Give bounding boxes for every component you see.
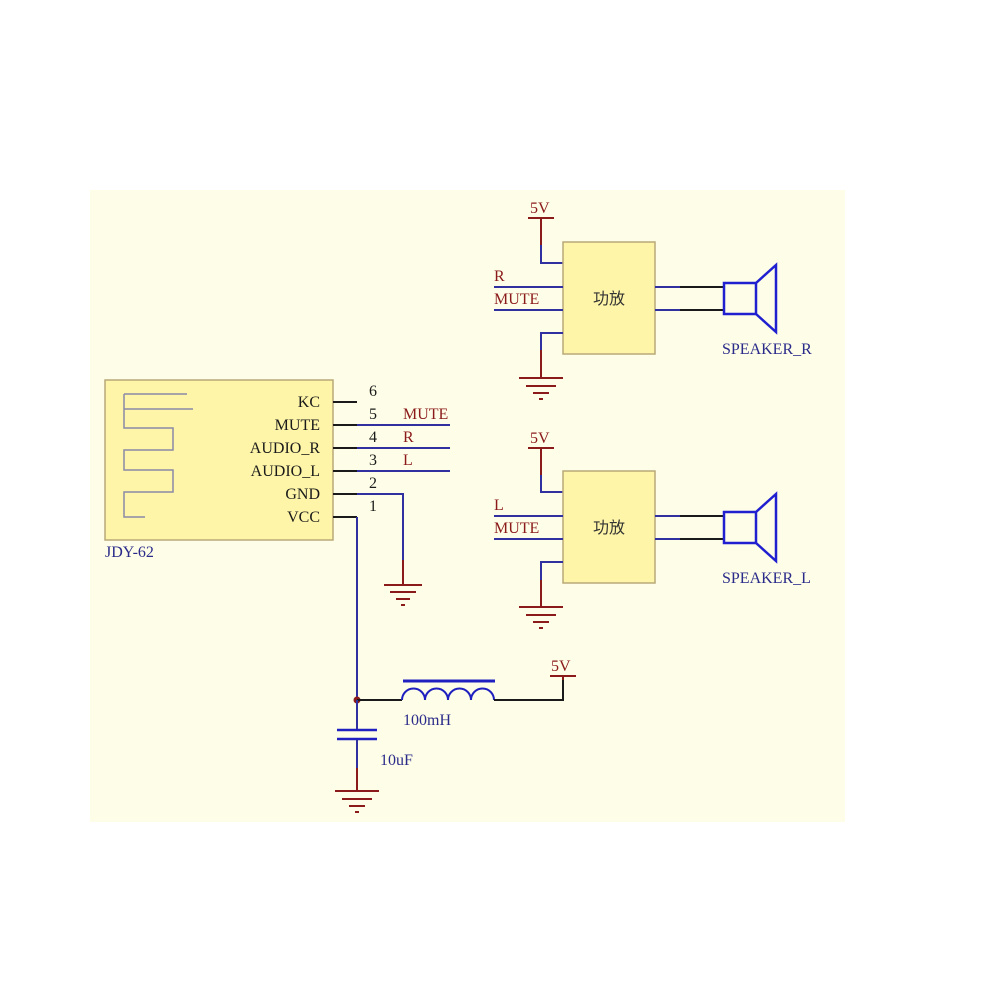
pin-name-gnd: GND bbox=[285, 486, 320, 503]
module-body bbox=[104, 379, 334, 541]
ground-symbol-icon bbox=[519, 606, 563, 629]
net-label-mute: MUTE bbox=[403, 406, 448, 423]
pin-name-audio-l: AUDIO_L bbox=[251, 463, 320, 480]
pin-number-3: 3 bbox=[369, 452, 377, 469]
speaker-icon bbox=[722, 262, 778, 335]
wire-power bbox=[540, 475, 563, 493]
pin-number-1: 1 bbox=[369, 498, 377, 515]
wire-output bbox=[655, 515, 724, 540]
amplifier-label: 功放 bbox=[593, 289, 625, 308]
ground-symbol-icon bbox=[384, 584, 422, 606]
pin-name-kc: KC bbox=[298, 394, 320, 411]
pin-number-2: 2 bbox=[369, 475, 377, 492]
wire-to-5v bbox=[494, 680, 564, 701]
amplifier-block bbox=[562, 470, 656, 584]
inductor-icon bbox=[401, 679, 495, 701]
pin-name-audio-r: AUDIO_R bbox=[250, 440, 321, 457]
pin-number-4: 4 bbox=[369, 429, 377, 446]
pin-number-5: 5 bbox=[369, 406, 377, 423]
power-5v-icon bbox=[550, 675, 576, 680]
antenna-icon bbox=[123, 393, 193, 518]
power-filter: 100mH 5V 10uF bbox=[335, 658, 576, 813]
capacitor-icon bbox=[337, 728, 377, 741]
power-label-5v: 5V bbox=[530, 430, 550, 447]
ground-symbol-icon bbox=[335, 790, 379, 813]
capacitor-value: 10uF bbox=[380, 752, 413, 769]
jdy62-module: JDY-62 KC MUTE AUDIO_R AUDIO_L GND VCC 6… bbox=[104, 379, 450, 700]
pin-name-vcc: VCC bbox=[287, 509, 320, 526]
input-label-l: L bbox=[494, 497, 504, 514]
inductor-value: 100mH bbox=[403, 712, 451, 729]
speaker-label: SPEAKER_R bbox=[722, 341, 812, 358]
ground-symbol-icon bbox=[519, 377, 563, 400]
wire-gnd bbox=[540, 332, 563, 350]
net-label-l: L bbox=[403, 452, 413, 469]
input-label-mute: MUTE bbox=[494, 291, 539, 308]
net-label-r: R bbox=[403, 429, 414, 446]
pin-name-mute: MUTE bbox=[275, 417, 320, 434]
wire-gnd bbox=[540, 561, 563, 580]
pin-number-6: 6 bbox=[369, 383, 377, 400]
power-label-5v: 5V bbox=[530, 200, 550, 217]
wire-gnd bbox=[333, 493, 404, 585]
power-label-5v: 5V bbox=[551, 658, 571, 675]
wire-power bbox=[540, 245, 563, 264]
amplifier-label: 功放 bbox=[593, 518, 625, 537]
input-label-mute: MUTE bbox=[494, 520, 539, 537]
wire-vcc bbox=[333, 516, 358, 700]
amplifier-left: 5V 功放 L MUTE SPEAKER_L bbox=[494, 430, 811, 629]
amplifier-block bbox=[562, 241, 656, 355]
wire-output bbox=[655, 286, 724, 311]
speaker-icon bbox=[722, 491, 778, 564]
amplifier-right: 5V 功放 R MUTE SPEAKER_R bbox=[494, 200, 812, 400]
input-label-r: R bbox=[494, 268, 505, 285]
module-name: JDY-62 bbox=[105, 544, 154, 561]
speaker-label: SPEAKER_L bbox=[722, 570, 811, 587]
